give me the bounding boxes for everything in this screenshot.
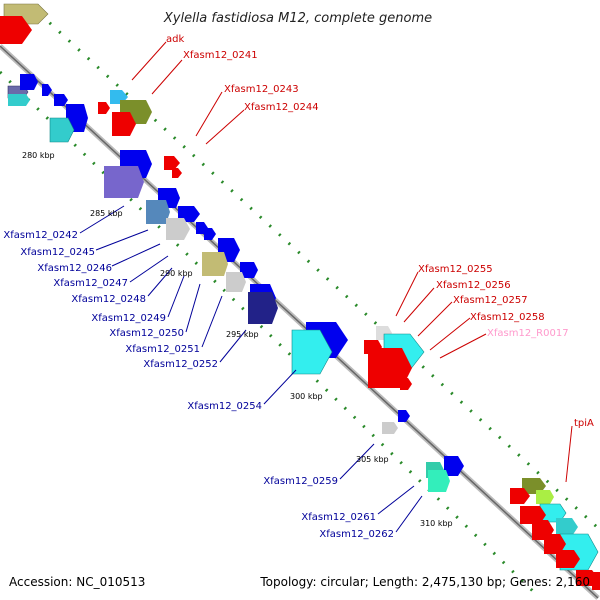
gene-label-xfasm12-0248: Xfasm12_0248 — [71, 294, 146, 305]
tick-label-285kbp: 285 kbp — [90, 209, 123, 218]
feature-xfasm12-0244 — [172, 168, 182, 178]
feature-xfasm12-0262 — [428, 470, 450, 492]
feature-xfasm12-0243 — [164, 156, 180, 170]
gene-label-tpia: tpiA — [574, 418, 594, 429]
gene-label-xfasm12-0249: Xfasm12_0249 — [91, 313, 166, 324]
feature-xfasm12-0242 — [104, 166, 144, 198]
accession-text: Accession: NC_010513 — [9, 575, 145, 589]
tick-label-295kbp: 295 kbp — [226, 330, 259, 339]
gene-label-xfasm12-0255: Xfasm12_0255 — [418, 264, 493, 275]
gene-label-xfasm12-0245: Xfasm12_0245 — [20, 247, 95, 258]
forward-features — [0, 3, 600, 590]
gene-label-adk: adk — [166, 34, 184, 45]
gene-label-xfasm12-r0017: Xfasm12_R0017 — [487, 328, 569, 339]
tick-label-310kbp: 310 kbp — [420, 519, 453, 528]
gene-label-xfasm12-0256: Xfasm12_0256 — [436, 280, 511, 291]
feature-xfasm12-0249 — [202, 252, 228, 276]
gene-label-xfasm12-0254: Xfasm12_0254 — [187, 401, 262, 412]
feature-top-red — [0, 16, 32, 44]
tick-label-305kbp: 305 kbp — [356, 455, 389, 464]
gene-label-xfasm12-0259: Xfasm12_0259 — [263, 476, 338, 487]
feature-xfasm12-0246 — [166, 218, 190, 240]
backbone — [0, 44, 600, 600]
reverse-labels: Xfasm12_0242 Xfasm12_0245 Xfasm12_0246 X… — [3, 230, 394, 540]
gene-label-xfasm12-0261: Xfasm12_0261 — [301, 512, 376, 523]
feature-xfasm12-0250 — [226, 272, 246, 292]
feature-xfasm12-0245 — [146, 200, 170, 224]
gene-label-xfasm12-0257: Xfasm12_0257 — [453, 295, 528, 306]
gene-label-xfasm12-0252: Xfasm12_0252 — [143, 359, 218, 370]
tick-label-280kbp: 280 kbp — [22, 151, 55, 160]
tick-label-300kbp: 300 kbp — [290, 392, 323, 401]
map-title: Xylella fastidiosa M12, complete genome — [163, 11, 432, 26]
reverse-features — [7, 74, 464, 492]
gene-label-xfasm12-0250: Xfasm12_0250 — [109, 328, 184, 339]
gene-label-xfasm12-0246: Xfasm12_0246 — [37, 263, 112, 274]
gene-label-xfasm12-0247: Xfasm12_0247 — [53, 278, 128, 289]
feature-xfasm12-0252 — [248, 292, 278, 324]
scale-ticks: 280 kbp 285 kbp 290 kbp 295 kbp 300 kbp … — [22, 151, 453, 528]
reverse-leader-lines — [79, 205, 423, 533]
gene-label-xfasm12-0244: Xfasm12_0244 — [244, 102, 319, 113]
gene-label-xfasm12-0242: Xfasm12_0242 — [3, 230, 78, 241]
gene-label-xfasm12-0243: Xfasm12_0243 — [224, 84, 299, 95]
genome-summary-text: Topology: circular; Length: 2,475,130 bp… — [259, 575, 590, 589]
gene-label-xfasm12-0262: Xfasm12_0262 — [319, 529, 394, 540]
tick-label-290kbp: 290 kbp — [160, 269, 193, 278]
forward-labels: adk Xfasm12_0241 Xfasm12_0243 Xfasm12_02… — [166, 34, 594, 429]
gene-label-xfasm12-0251: Xfasm12_0251 — [125, 344, 200, 355]
forward-leader-lines — [131, 41, 573, 483]
feature-xfasm12-0259 — [382, 422, 398, 434]
gene-label-xfasm12-0241: Xfasm12_0241 — [183, 50, 258, 61]
feature-xfasm12-0254 — [291, 329, 333, 375]
gene-label-xfasm12-0258: Xfasm12_0258 — [470, 312, 545, 323]
